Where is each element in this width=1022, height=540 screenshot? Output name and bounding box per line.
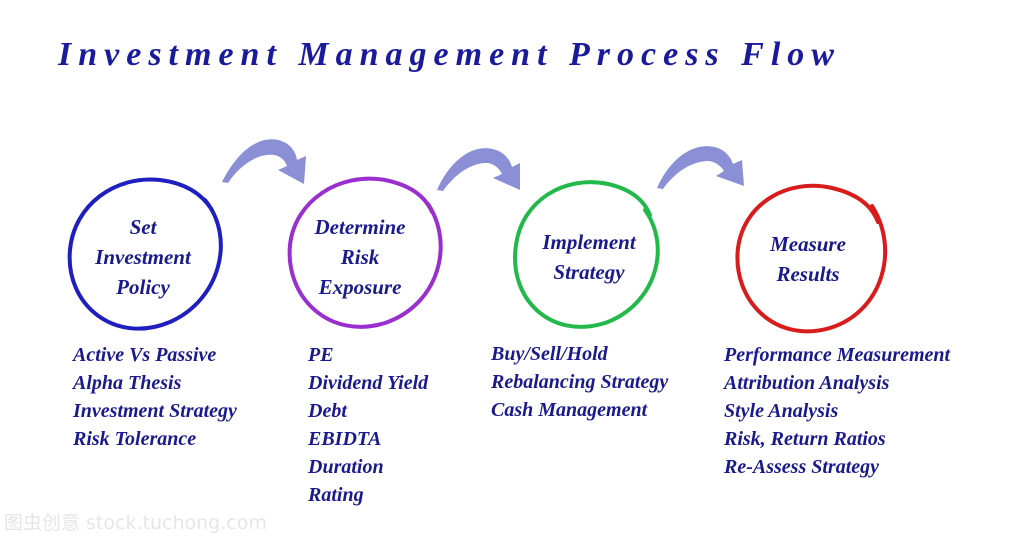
list-item: Attribution Analysis (724, 372, 890, 394)
list-item: Re-Assess Strategy (724, 456, 879, 478)
curved-arrow-icon (657, 146, 744, 189)
list-item: Rebalancing Strategy (491, 371, 669, 393)
step-ring-3 (513, 180, 660, 329)
step-label-line: Policy (116, 275, 170, 299)
step-details-1: Active Vs Passive Alpha Thesis Investmen… (73, 341, 237, 453)
watermark: 图虫创意 stock.tuchong.com (4, 512, 267, 534)
step-details-4: Performance Measurement Attribution Anal… (724, 341, 950, 481)
step-details-3: Buy/Sell/Hold Rebalancing Strategy Cash … (491, 340, 668, 424)
list-item: Active Vs Passive (73, 344, 217, 366)
step-label-line: Results (776, 262, 840, 286)
flow-arrow-1 (222, 139, 306, 184)
list-item: Rating (308, 484, 364, 506)
step-label-line: Exposure (318, 275, 402, 299)
step-label-3: Implement Strategy (519, 227, 659, 287)
step-circle-3 (513, 180, 660, 329)
list-item: Investment Strategy (73, 400, 237, 422)
list-item: Style Analysis (724, 400, 839, 422)
step-label-line: Strategy (553, 260, 625, 284)
step-ring-1 (67, 177, 223, 331)
list-item: Risk, Return Ratios (724, 428, 886, 450)
step-label-line: Implement (542, 230, 636, 254)
page-title: Investment Management Process Flow (58, 36, 841, 73)
step-label-line: Investment (95, 245, 191, 269)
list-item: Cash Management (491, 399, 648, 421)
step-label-4: Measure Results (738, 229, 878, 289)
step-circle-1 (67, 177, 223, 331)
list-item: Debt (308, 400, 347, 422)
step-label-line: Risk (340, 245, 380, 269)
step-label-2: Determine Risk Exposure (290, 212, 430, 302)
list-item: Performance Measurement (724, 344, 951, 366)
step-ring-4 (735, 183, 888, 334)
step-label-1: Set Investment Policy (73, 212, 213, 302)
curved-arrow-icon (222, 139, 306, 184)
step-circle-2 (287, 176, 443, 329)
step-ring-2 (287, 176, 443, 329)
list-item: Duration (308, 456, 384, 478)
list-item: Buy/Sell/Hold (491, 343, 608, 365)
step-label-line: Determine (314, 215, 406, 239)
flow-arrow-2 (437, 148, 520, 191)
step-circle-4 (735, 183, 888, 334)
step-label-line: Measure (770, 232, 846, 256)
step-details-2: PE Dividend Yield Debt EBIDTA Duration R… (308, 341, 428, 509)
list-item: Dividend Yield (308, 372, 429, 394)
list-item: Alpha Thesis (73, 372, 182, 394)
step-label-line: Set (129, 215, 157, 239)
flow-arrow-3 (657, 146, 744, 189)
curved-arrow-icon (437, 148, 520, 191)
list-item: EBIDTA (308, 428, 382, 450)
list-item: Risk Tolerance (73, 428, 197, 450)
list-item: PE (308, 344, 334, 366)
